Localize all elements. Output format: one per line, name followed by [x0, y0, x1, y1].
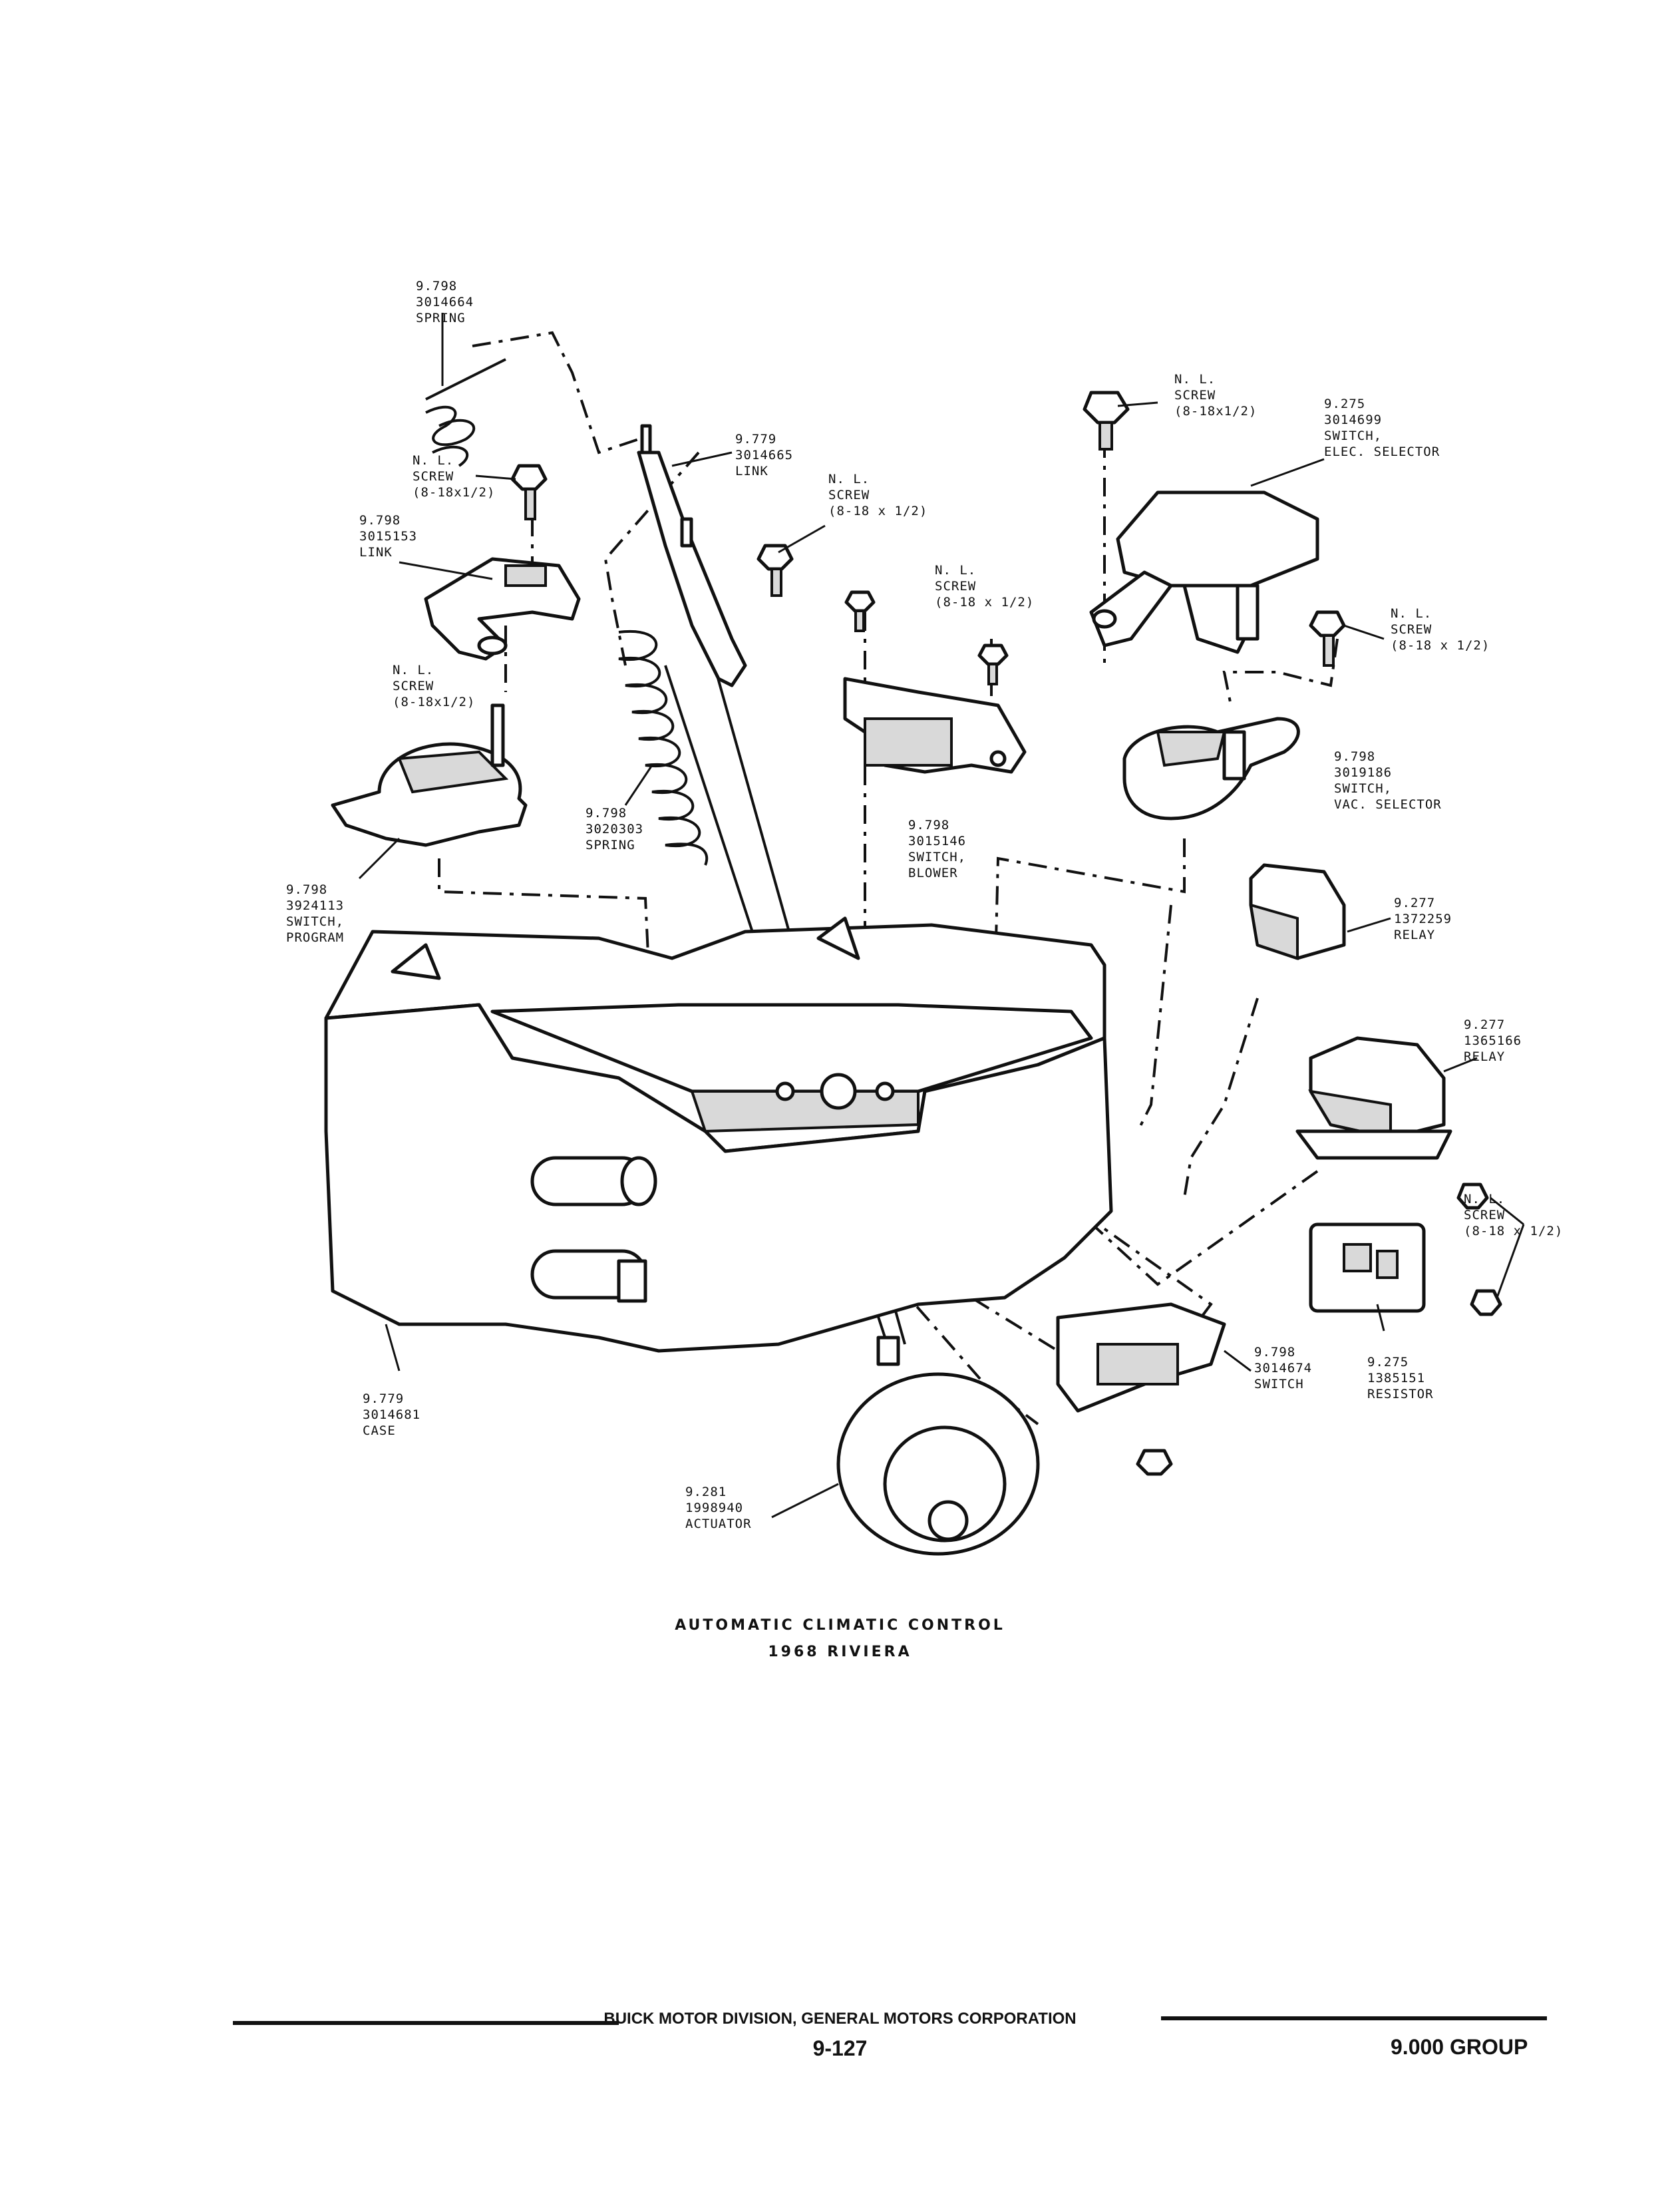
screw-g [1456, 1183, 1502, 1316]
link-left [424, 557, 581, 661]
blower-switch [843, 677, 1027, 774]
elec-selector-switch [1089, 490, 1319, 654]
relay-b [1295, 1036, 1452, 1160]
label-screw-e: N. L.SCREW(8-18 x 1/2) [1391, 606, 1490, 653]
label-leaders [358, 313, 1525, 1519]
label-screw-c: N. L.SCREW(8-18 x 1/2) [935, 563, 1035, 610]
footer-page-number: 9-127 [812, 2036, 868, 2060]
link-center [637, 424, 747, 687]
diagram-title: AUTOMATIC CLIMATIC CONTROL [675, 1617, 1005, 1634]
spring-center [618, 630, 709, 866]
screw-c [844, 590, 876, 632]
vac-selector-switch [1122, 717, 1300, 821]
screw-a [510, 464, 548, 520]
program-switch [331, 703, 528, 847]
label-screw-d: N. L.SCREW(8-18x1/2) [1174, 372, 1258, 419]
label-screw-b: N. L.SCREW(8-18 x 1/2) [828, 472, 928, 518]
screw-d [977, 643, 1009, 685]
case-housing [324, 916, 1113, 1353]
label-screw-g: N. L.SCREW(8-18 x 1/2) [1464, 1192, 1564, 1238]
label-screw-f: N. L.SCREW(8-18x1/2) [393, 663, 476, 709]
footer-group: 9.000 GROUP [1391, 2035, 1528, 2059]
small-switch [1056, 1302, 1226, 1476]
screw-b [756, 544, 794, 597]
label-screw-a: N. L.SCREW(8-18x1/2) [413, 453, 496, 500]
spring-top [425, 358, 506, 467]
footer-rule-right [1161, 2016, 1547, 2020]
footer-company: BUICK MOTOR DIVISION, GENERAL MOTORS COR… [603, 2010, 1077, 2028]
screw-f [1309, 610, 1346, 667]
actuator [836, 1336, 1040, 1556]
resistor [1309, 1222, 1426, 1313]
footer-rule-left [233, 2021, 619, 2025]
diagram-subtitle: 1968 RIVIERA [768, 1644, 912, 1660]
screw-e [1083, 391, 1130, 451]
relay-a [1249, 863, 1346, 960]
